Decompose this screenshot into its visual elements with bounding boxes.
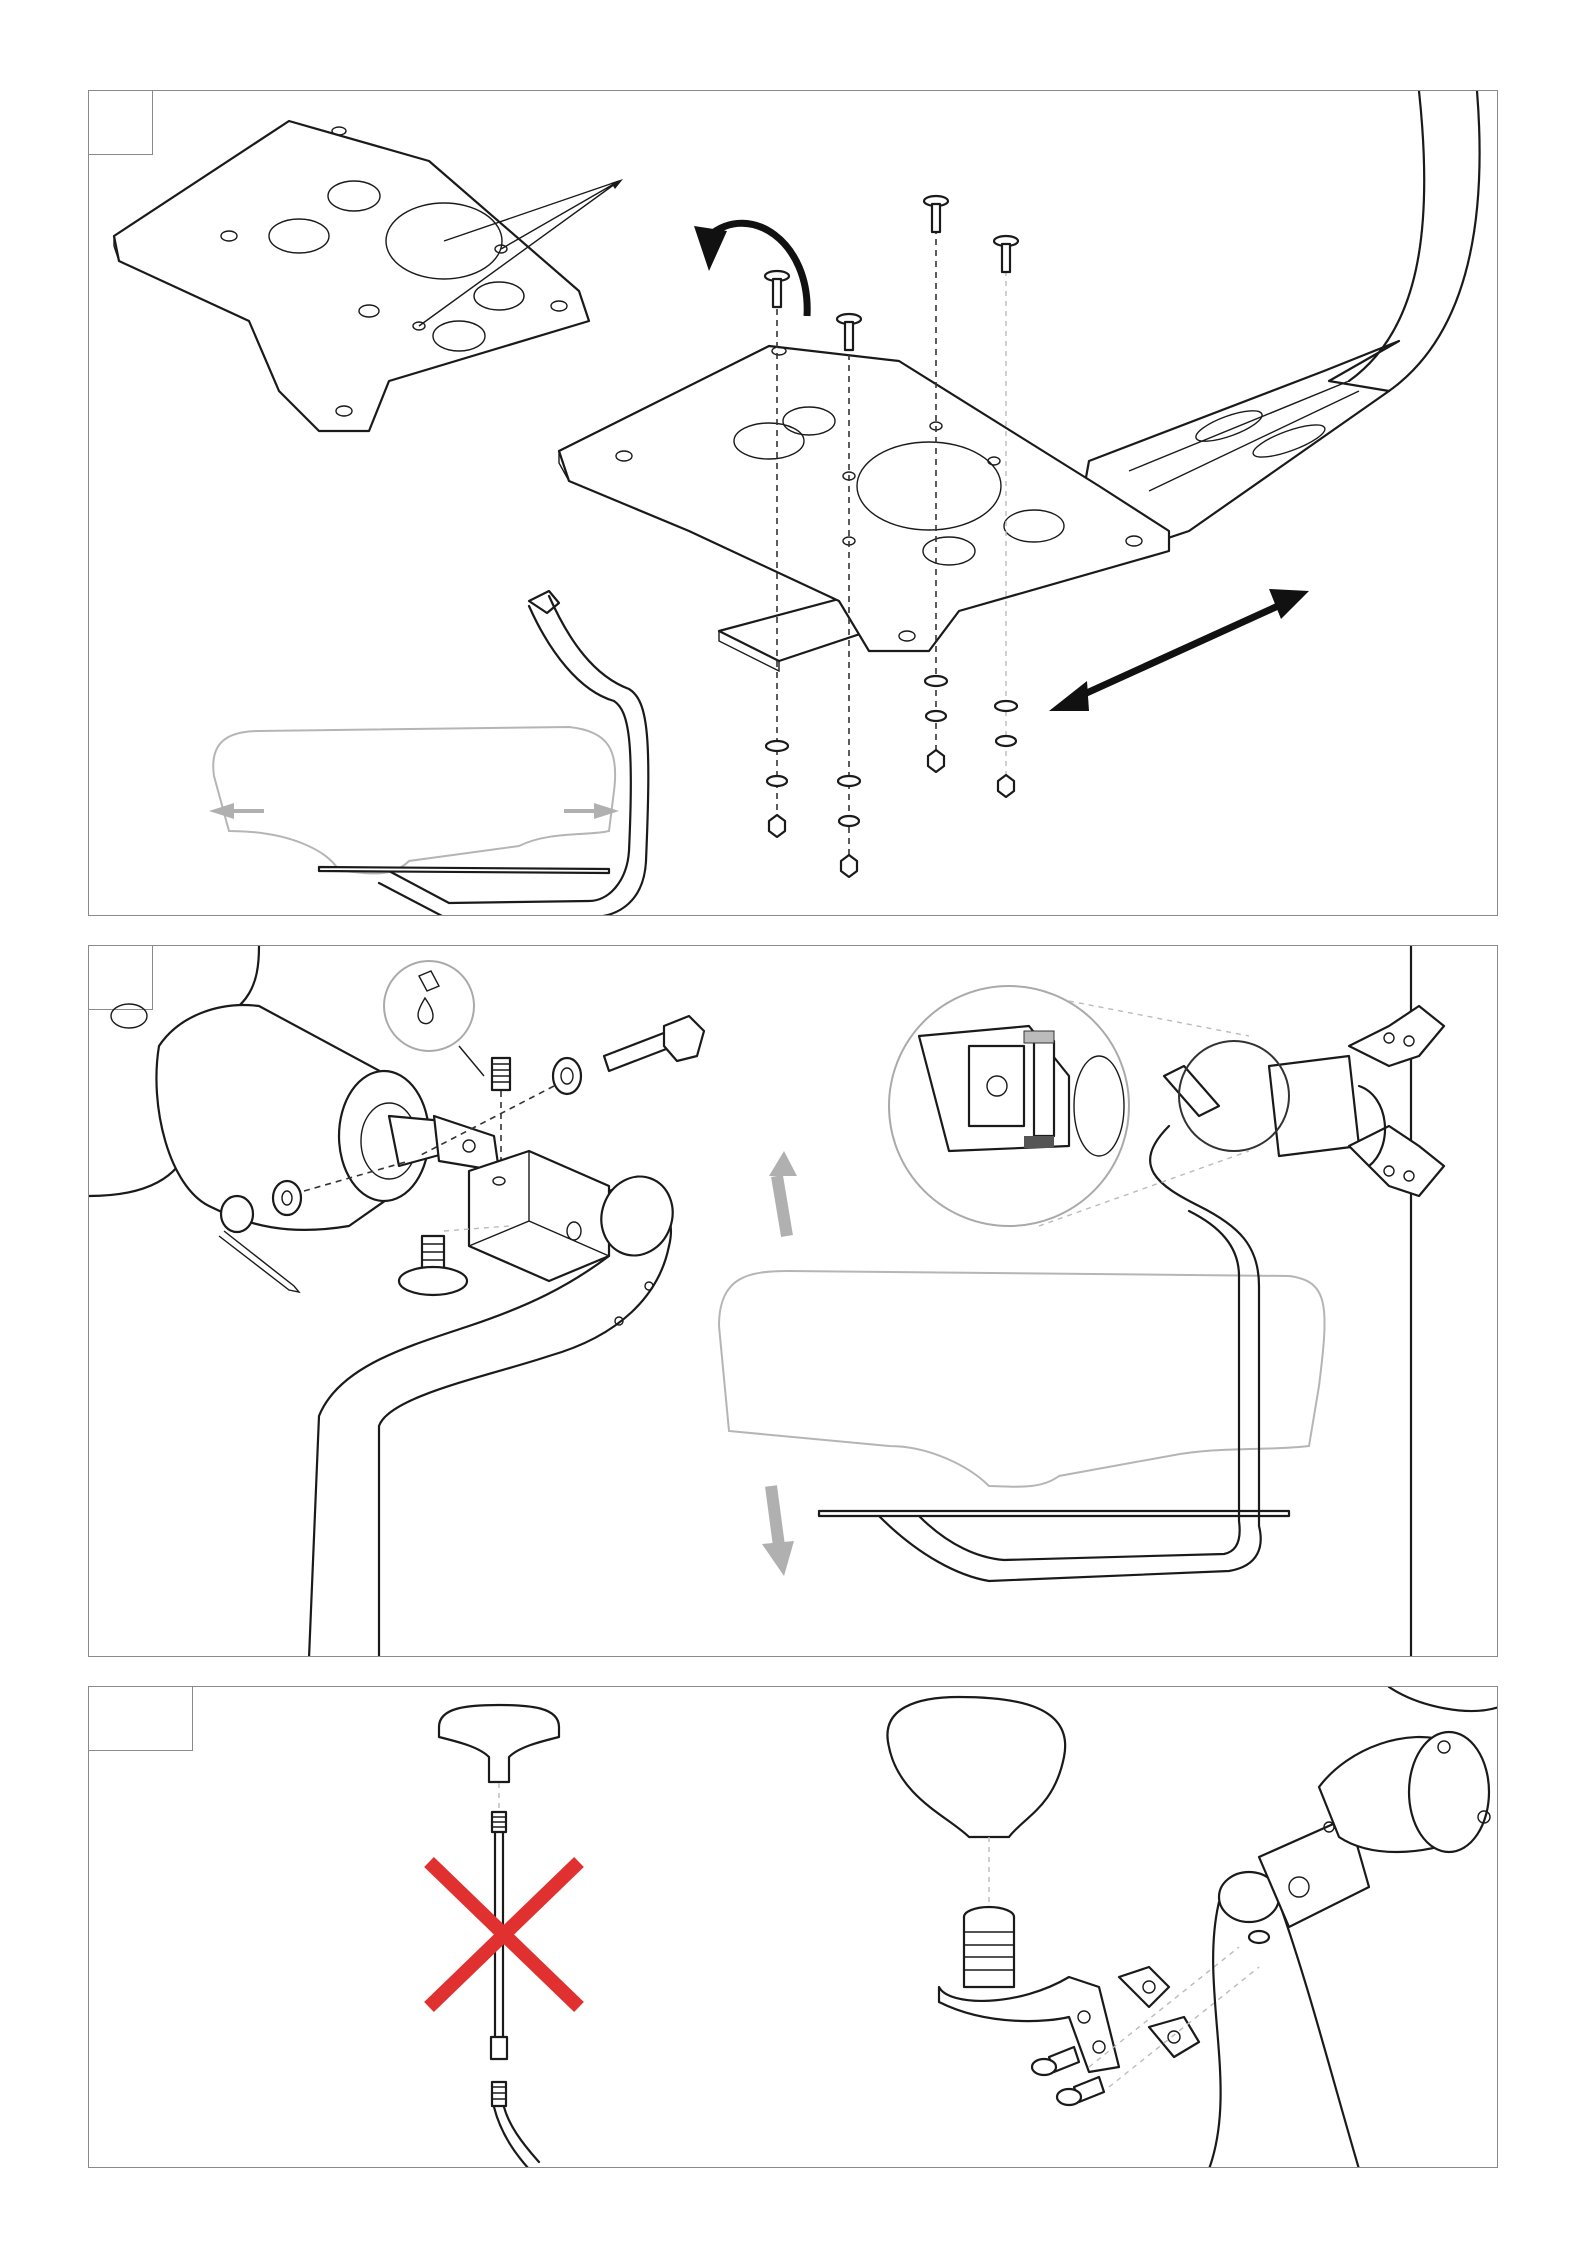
zoom-callout	[889, 986, 1289, 1226]
panel-2	[88, 945, 1498, 1657]
up-arrow-icon	[769, 1151, 797, 1236]
panel-3-illustration	[89, 1687, 1498, 2168]
panel-2-illustration	[89, 946, 1498, 1657]
knob-adapter	[939, 1907, 1119, 2072]
panel-1-illustration	[89, 91, 1498, 916]
large-knob	[887, 1697, 1065, 1902]
down-arrow-icon	[762, 1486, 794, 1576]
threaded-rod	[491, 1783, 539, 2168]
seat-ghost	[719, 1271, 1325, 1487]
mounting-plate-loose	[114, 121, 619, 431]
panel-3	[88, 1686, 1498, 2168]
washers-and-nuts	[766, 676, 1017, 877]
curved-rotate-arrow-icon	[694, 223, 807, 316]
grease-drop-icon	[384, 961, 484, 1076]
panel-1	[88, 90, 1498, 916]
seat-ghost	[213, 727, 615, 874]
mounting-plate	[559, 346, 1169, 651]
double-arrow-icon	[1049, 589, 1309, 711]
knob	[439, 1705, 559, 1782]
bracket-arm	[1209, 1687, 1498, 2168]
